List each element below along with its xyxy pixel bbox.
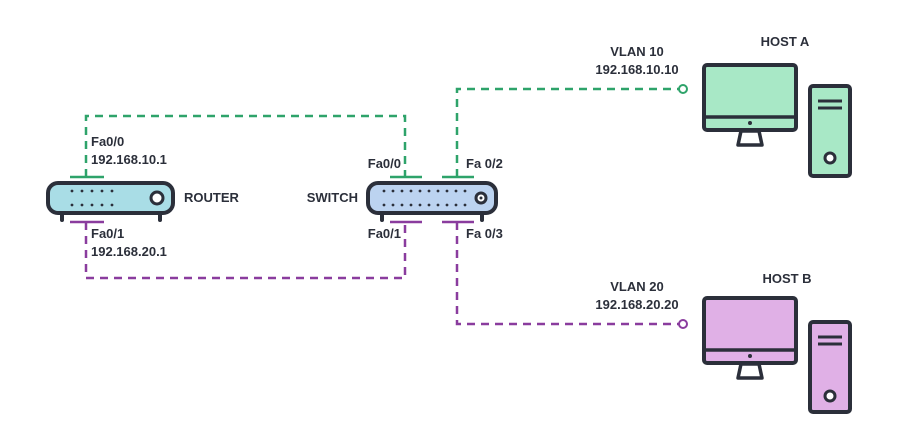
switch-fa02-port-label: Fa 0/2 (466, 156, 503, 171)
link-endpoint-host-a (678, 84, 688, 94)
host-a-label: HOST A (761, 34, 810, 49)
router-fa00-port-label: Fa0/0 (91, 134, 124, 149)
vlan20-subnet-label: 192.168.20.20 (595, 297, 678, 312)
vlan10-subnet-label: 192.168.10.10 (595, 62, 678, 77)
switch-fa00-port-label: Fa0/0 (368, 156, 401, 171)
router-fa01-ip-label: 192.168.20.1 (91, 244, 167, 259)
link-endpoint-host-b (678, 319, 688, 329)
host-a-computer-icon (702, 63, 852, 178)
link-switch-fa02-to-host-a (455, 87, 682, 177)
link-router-fa00-to-switch-fa00 (84, 114, 407, 177)
router-fa01-port-label: Fa0/1 (91, 226, 124, 241)
switch-label: SWITCH (307, 190, 358, 205)
switch-fa01-port-label: Fa0/1 (368, 226, 401, 241)
host-b-label: HOST B (762, 271, 811, 286)
host-b-computer-icon (702, 296, 852, 414)
link-router-fa01-to-switch-fa01 (84, 222, 407, 280)
vlan20-name-label: VLAN 20 (610, 279, 663, 294)
router-label: ROUTER (184, 190, 240, 205)
switch-icon (366, 181, 498, 222)
vlan10-name-label: VLAN 10 (610, 44, 663, 59)
link-switch-fa03-to-host-b (455, 222, 682, 326)
router-icon (46, 181, 175, 222)
router-fa00-ip-label: 192.168.10.1 (91, 152, 167, 167)
switch-fa03-port-label: Fa 0/3 (466, 226, 503, 241)
